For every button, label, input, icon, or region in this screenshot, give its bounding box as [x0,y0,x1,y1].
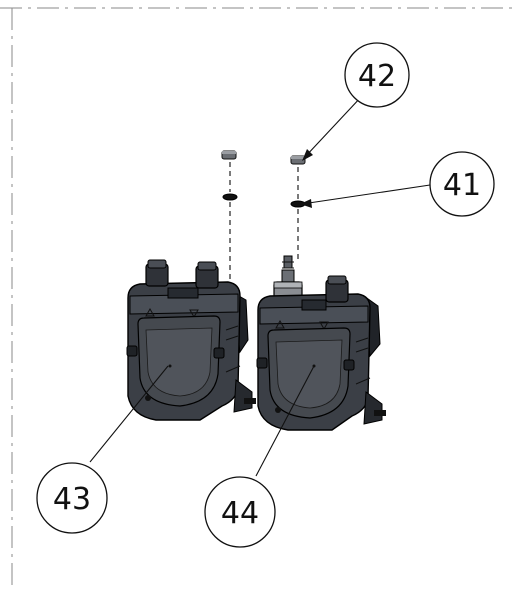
pump-right [256,255,386,431]
callout-42-label: 42 [358,59,396,94]
right-hardware-stack [290,155,306,262]
sheet-border [0,7,515,590]
pump-left [126,259,256,421]
left-hardware-stack [221,150,238,280]
callout-41-label: 41 [443,168,481,203]
leader-lines [89,95,431,477]
callout-44-label: 44 [221,496,259,531]
callout-44: 44 [204,476,276,548]
callout-43: 43 [36,462,108,534]
leader-arrowheads [300,149,313,208]
callout-42: 42 [344,42,410,108]
callout-41: 41 [429,151,495,217]
left-washer [222,193,238,201]
callout-43-label: 43 [53,482,91,517]
